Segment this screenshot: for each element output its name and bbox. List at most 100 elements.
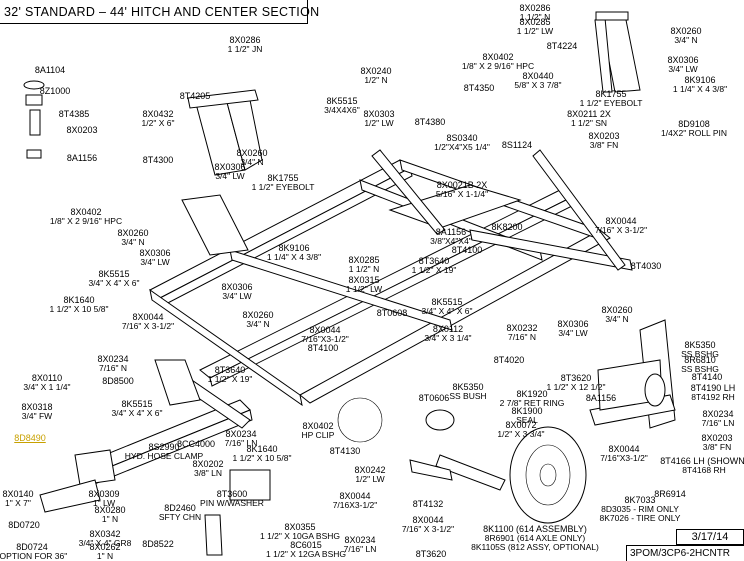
part-label-8t0608: 8T0608: [377, 309, 408, 318]
part-number: 8X0044: [309, 325, 341, 335]
part-description: 7/16"X3-1/2": [301, 334, 349, 344]
part-number: 8X0242: [354, 465, 386, 475]
part-number: 8K9106: [684, 75, 716, 85]
part-number: 8T4140: [691, 372, 723, 382]
part-description: 1/2" N: [364, 75, 388, 85]
part-number: 8X0306: [214, 162, 246, 172]
part-number: 8X0260: [117, 228, 149, 238]
part-number: 8X0315: [348, 275, 380, 285]
part-description: 1/8" X 2 9/16" HPC: [49, 216, 123, 226]
part-number: 8T4190 LH: [690, 383, 736, 393]
part-description: 5/16" X 1-1/4": [435, 189, 489, 199]
part-number: 8X0286: [229, 35, 261, 45]
part-number: 8T3620: [415, 549, 447, 559]
part-number: 8A1156: [66, 153, 98, 163]
part-description: 1 1/2" EYEBOLT: [251, 182, 315, 192]
part-number: 8K1920: [516, 389, 548, 399]
part-number: 8X0234: [702, 409, 734, 419]
part-description: 3/4X4X6": [324, 105, 360, 115]
part-number: 8A1104: [34, 65, 66, 75]
part-label-8t4224: 8T4224: [547, 42, 578, 51]
part-number: 8X0112: [432, 324, 464, 334]
part-description: (OPTION FOR 36": [0, 551, 68, 561]
part-description: 3/4" LW: [558, 328, 588, 338]
part-label-8t0606: 8T0606: [419, 394, 450, 403]
part-description: PIN W/WASHER: [200, 498, 264, 508]
part-description: 1/2" X 6": [141, 118, 175, 128]
part-description: 3/4" X 1 1/4": [23, 382, 71, 392]
part-label-8x0203-l: 8X0203: [66, 126, 97, 135]
part-label-8t4166: 8T4166 LH (SHOWN)8T4168 RH: [660, 457, 744, 475]
part-number: 8K8200: [491, 222, 523, 232]
part-label-8t4350: 8T4350: [464, 84, 495, 93]
part-number: 8X0306: [557, 319, 589, 329]
part-description: 1/2" LW: [364, 118, 394, 128]
part-description: SFTY CHN: [158, 512, 202, 522]
part-number: 8X0203: [701, 433, 733, 443]
part-description: 3/4" X 4" X 6": [88, 278, 140, 288]
part-number: 8T3600: [216, 489, 248, 499]
part-number: 8X0021B 2X: [436, 180, 488, 190]
part-label-8t4385: 8T4385: [59, 110, 90, 119]
part-number: 8X0044: [412, 515, 444, 525]
part-number: 8Z1000: [39, 86, 71, 96]
part-number: 8S2990: [148, 442, 180, 452]
part-number: 8X0260: [242, 310, 274, 320]
part-number: 8X0232: [506, 323, 538, 333]
main-frame: [149, 149, 633, 407]
part-label-8t4100-l: 8T4100: [308, 344, 339, 353]
part-number: 8X0044: [608, 444, 640, 454]
part-description: 7/16" N: [507, 332, 537, 342]
part-number: 8K5515: [431, 297, 463, 307]
part-number: 8X0203: [588, 131, 620, 141]
part-label-8z1000: 8Z1000: [40, 87, 71, 96]
part-number: 8X0355: [284, 522, 316, 532]
part-description: 3/4" N: [246, 319, 270, 329]
part-number: 8T4020: [493, 355, 525, 365]
part-description: 7/16" X 3-1/2": [121, 321, 175, 331]
part-number: 8X0110: [31, 373, 63, 383]
part-number: 8R6914: [654, 489, 686, 499]
part-number: 8X0211 2X: [567, 109, 611, 119]
part-label-8d8490: 8D8490: [14, 434, 46, 443]
part-number: 8K1900: [511, 406, 543, 416]
part-description: 8R6901 (614 AXLE ONLY): [484, 533, 586, 543]
part-number: 8T0606: [418, 393, 450, 403]
part-number: 8T4030: [630, 261, 662, 271]
part-description: 1 1/2" LW: [345, 284, 383, 294]
part-number: 8K5350: [452, 382, 484, 392]
left-parts-stack: [23, 80, 45, 159]
part-description: 7/16" N: [98, 363, 128, 373]
part-number: 8K1640: [63, 295, 95, 305]
part-description: 1/8" X 2 9/16" HPC: [461, 61, 535, 71]
part-label-8k8200: 8K8200: [491, 223, 522, 232]
part-number: 8X0432: [142, 109, 174, 119]
part-label-8t4205: 8T4205: [180, 92, 211, 101]
